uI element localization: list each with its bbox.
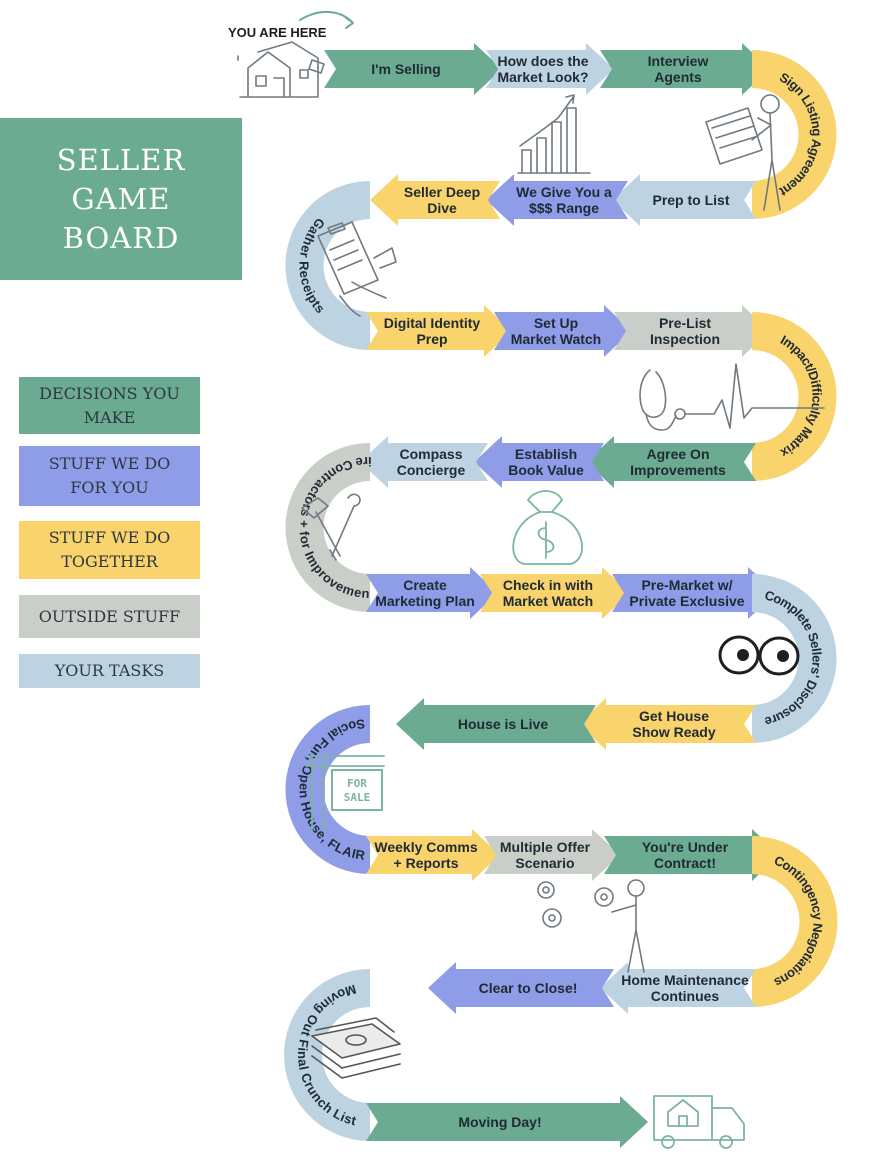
step-arrow-how-does-the-market-look bbox=[486, 43, 614, 95]
step-label-clear-to-close: Clear to Close! bbox=[479, 980, 578, 996]
tools-icon bbox=[301, 493, 361, 561]
step-arrow-moving-day bbox=[366, 1096, 648, 1148]
step-curve-social-fun-open-house-flair bbox=[285, 705, 371, 874]
cash-stack-icon bbox=[311, 1017, 401, 1079]
step-curve-complete-sellers-disclosure bbox=[751, 574, 837, 743]
legend-together: STUFF WE DO TOGETHER bbox=[19, 521, 200, 579]
step-label-we-give-you-a-range: We Give You a$$$ Range bbox=[516, 184, 612, 216]
board-title: SELLER GAME BOARD bbox=[56, 142, 186, 255]
legend-we-do: STUFF WE DO FOR YOU bbox=[19, 446, 200, 506]
legend-decisions: DECISIONS YOU MAKE bbox=[19, 377, 200, 434]
moving-truck-icon bbox=[653, 1095, 745, 1149]
legend-together-label: STUFF WE DO TOGETHER bbox=[48, 528, 171, 571]
step-arrow-digital-identity-prep bbox=[366, 305, 512, 357]
you-are-here-label: YOU ARE HERE bbox=[228, 25, 327, 40]
step-curve-impact-difficulty-matrix bbox=[751, 312, 837, 481]
legend-outside-label: OUTSIDE STUFF bbox=[38, 606, 181, 626]
step-arrow-prep-to-list bbox=[612, 174, 756, 226]
money-bag-icon bbox=[512, 490, 583, 565]
step-arrow-we-give-you-a-range bbox=[486, 174, 628, 226]
step-arrow-multiple-offer-scenario bbox=[484, 829, 620, 881]
legend-we-do-label: STUFF WE DO FOR YOU bbox=[48, 454, 171, 497]
house-icon bbox=[237, 41, 325, 98]
chart-icon bbox=[517, 94, 591, 174]
step-arrow-check-in-with-market-watch bbox=[480, 567, 630, 619]
step-arrow-home-maintenance-continues bbox=[600, 962, 756, 1014]
step-arrow-compass-concierge bbox=[360, 436, 488, 488]
step-label-moving-day: Moving Day! bbox=[458, 1114, 541, 1130]
step-arrow-you-re-under-contract bbox=[604, 829, 780, 881]
title-box: SELLER GAME BOARD bbox=[0, 118, 242, 280]
step-arrow-create-marketing-plan bbox=[366, 567, 498, 619]
step-arrow-weekly-comms-reports bbox=[366, 829, 500, 881]
step-label-i-m-selling: I'm Selling bbox=[371, 61, 440, 77]
step-label-weekly-comms-reports: Weekly Comms+ Reports bbox=[374, 839, 477, 871]
step-arrow-seller-deep-dive bbox=[370, 174, 500, 226]
step-curve-hire-contractors-for-improvements bbox=[285, 443, 371, 612]
step-curve-sign-listing-agreement bbox=[751, 50, 837, 219]
step-label-house-is-live: House is Live bbox=[458, 716, 548, 732]
step-arrow-pre-market-w-private-exclusive bbox=[612, 567, 776, 619]
step-curve-gather-receipts bbox=[285, 181, 371, 350]
step-arrow-i-m-selling bbox=[324, 43, 502, 95]
legend-outside: OUTSIDE STUFF bbox=[19, 595, 200, 638]
step-arrow-house-is-live bbox=[396, 698, 596, 750]
step-label-pre-market-w-private-exclusive: Pre-Market w/Private Exclusive bbox=[629, 577, 744, 609]
clipboard-icon bbox=[317, 221, 397, 317]
legend-tasks: YOUR TASKS bbox=[19, 654, 200, 688]
step-arrow-pre-list-inspection bbox=[614, 305, 770, 357]
step-curve-contingency-negotiations bbox=[751, 836, 838, 1007]
legend-tasks-label: YOUR TASKS bbox=[54, 661, 165, 680]
step-arrow-interview-agents bbox=[600, 43, 770, 95]
step-arrow-set-up-market-watch bbox=[494, 305, 632, 357]
step-arrow-get-house-show-ready bbox=[578, 698, 756, 750]
you-are-here-arrow-icon bbox=[299, 11, 354, 29]
eyes-icon bbox=[718, 635, 800, 676]
stick-figure-icon bbox=[705, 94, 781, 211]
step-label-prep-to-list: Prep to List bbox=[652, 192, 729, 208]
step-arrow-agree-on-improvements bbox=[586, 436, 756, 488]
legend-decisions-label: DECISIONS YOU MAKE bbox=[39, 383, 180, 427]
gears-icon bbox=[537, 879, 645, 973]
stethoscope-icon bbox=[639, 363, 825, 431]
step-arrow-clear-to-close bbox=[428, 962, 614, 1014]
step-curve-moving-out-final-crunch-list bbox=[284, 969, 371, 1141]
step-arrow-establish-book-value bbox=[474, 436, 604, 488]
